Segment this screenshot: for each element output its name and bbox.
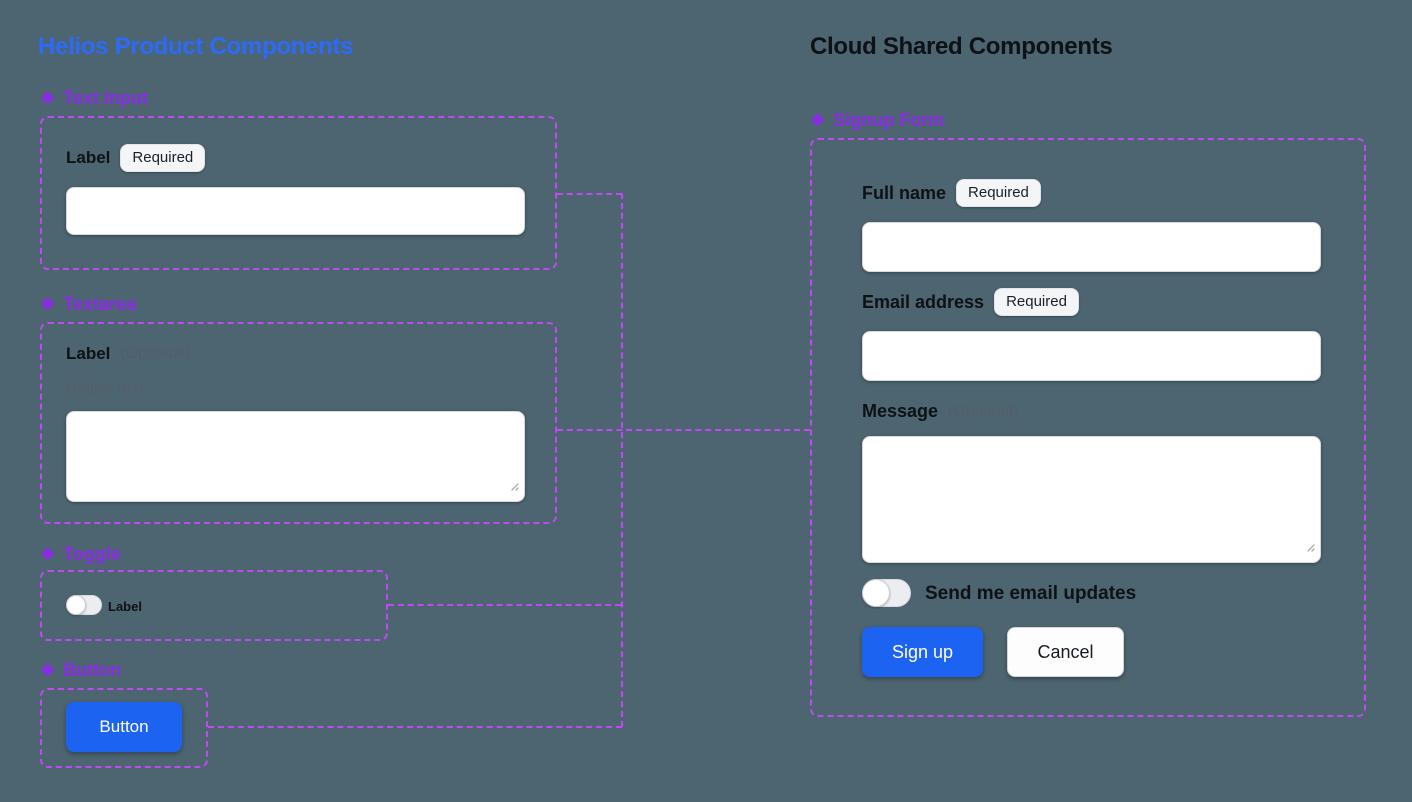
component-header-text-input[interactable]: ❖ Text Input: [40, 88, 148, 109]
component-header-textarea[interactable]: ❖ Textarea: [40, 294, 136, 315]
email-input[interactable]: [862, 331, 1321, 381]
toggle-knob: [66, 595, 86, 615]
field-label-email: Email address: [862, 291, 985, 312]
resize-handle-icon[interactable]: [1304, 539, 1315, 557]
resize-handle-icon[interactable]: [508, 478, 519, 496]
field-label-message: Message: [862, 401, 939, 421]
component-icon: ❖: [810, 111, 826, 130]
toggle-switch[interactable]: [66, 595, 102, 615]
component-label: Textarea: [63, 294, 136, 314]
component-frame-toggle: [40, 570, 388, 641]
full-name-input[interactable]: [862, 222, 1321, 272]
component-icon: ❖: [40, 545, 56, 564]
component-header-signup-form[interactable]: ❖ Signup Form: [810, 110, 944, 131]
connector-text-input: [557, 193, 622, 195]
component-icon: ❖: [40, 661, 56, 680]
message-textarea[interactable]: [862, 436, 1321, 563]
toggle-label: Label: [108, 599, 142, 614]
cancel-button[interactable]: Cancel: [1007, 627, 1124, 677]
right-page-title: Cloud Shared Components: [810, 33, 1113, 60]
field-label-full-name: Full name: [862, 182, 947, 203]
helper-text: Helper text: [66, 380, 144, 397]
connector-toggle: [388, 604, 621, 606]
optional-label: (Optional): [120, 345, 191, 362]
component-frame-signup-form: [810, 138, 1366, 717]
component-label: Button: [63, 660, 122, 680]
required-badge: Required: [994, 288, 1079, 317]
component-header-button[interactable]: ❖ Button: [40, 660, 121, 681]
field-label: Label: [66, 344, 111, 363]
component-icon: ❖: [40, 295, 56, 314]
component-label: Text Input: [63, 88, 148, 108]
optional-label: (Optional): [948, 402, 1019, 420]
connector-button: [208, 726, 622, 728]
left-page-title: Helios Product Components: [38, 33, 354, 60]
required-badge: Required: [120, 144, 206, 173]
component-frame-textarea: [40, 322, 557, 524]
email-updates-label: Send me email updates: [925, 583, 1137, 604]
connector-textarea-to-form: [557, 429, 810, 431]
textarea-field[interactable]: [66, 411, 525, 502]
component-frame-button: [40, 688, 208, 768]
toggle-knob: [862, 579, 890, 607]
sample-button[interactable]: Button: [66, 702, 182, 752]
field-label: Label: [66, 148, 111, 168]
component-label: Toggle: [63, 544, 121, 564]
email-updates-toggle[interactable]: [862, 579, 911, 607]
component-icon: ❖: [40, 89, 56, 108]
component-frame-text-input: [40, 116, 557, 270]
component-label: Signup Form: [833, 110, 945, 130]
text-input-field[interactable]: [66, 187, 525, 235]
connector-bus: [621, 193, 623, 727]
signup-button[interactable]: Sign up: [862, 627, 983, 677]
required-badge: Required: [956, 179, 1041, 208]
component-header-toggle[interactable]: ❖ Toggle: [40, 544, 121, 565]
